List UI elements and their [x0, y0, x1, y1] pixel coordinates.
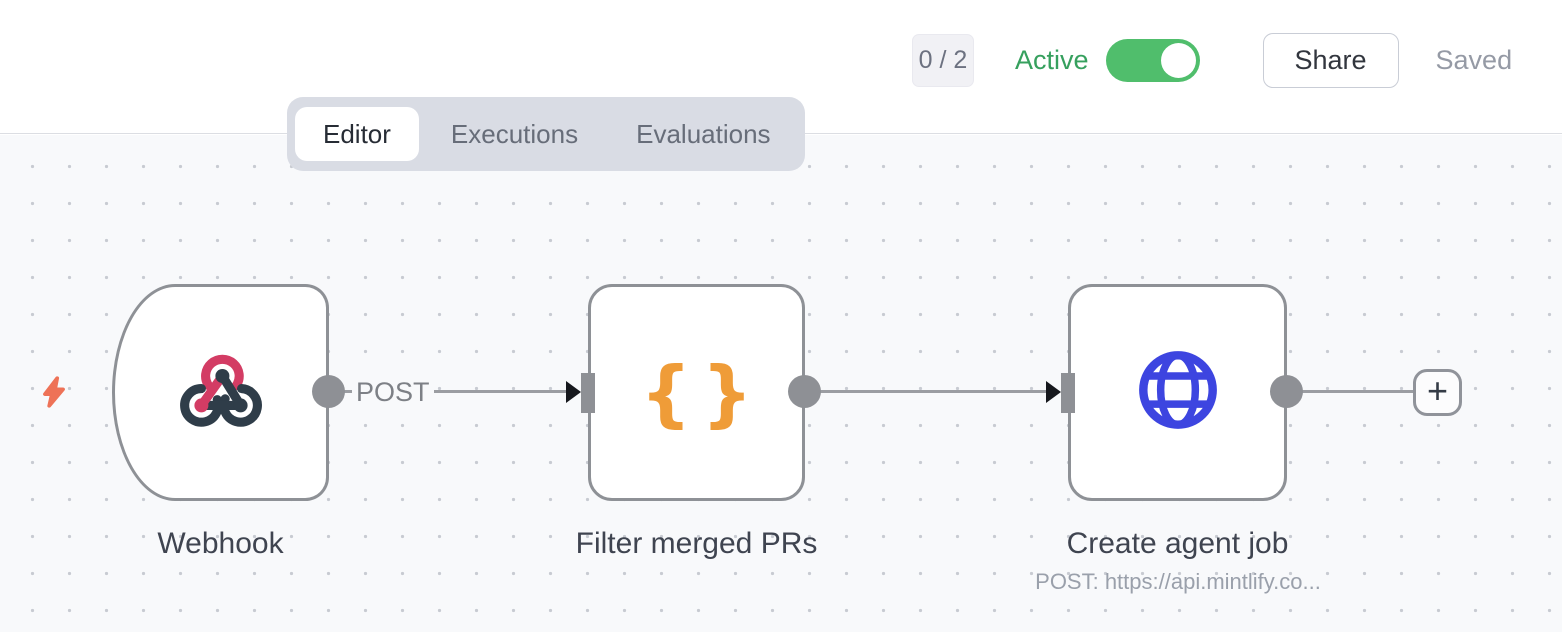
filter-output-port[interactable]	[788, 375, 821, 408]
webhook-icon	[179, 348, 263, 437]
curly-braces-icon: {}	[640, 350, 763, 435]
filter-input-port[interactable]	[581, 373, 595, 413]
node-webhook[interactable]	[112, 284, 329, 501]
http-input-port[interactable]	[1061, 373, 1075, 413]
node-create-agent-job[interactable]	[1068, 284, 1287, 501]
tab-editor[interactable]: Editor	[295, 107, 419, 161]
execution-count-badge: 0 / 2	[912, 34, 974, 87]
webhook-output-label: POST	[352, 377, 434, 408]
share-button[interactable]: Share	[1262, 33, 1399, 88]
http-output-port[interactable]	[1270, 375, 1303, 408]
toggle-knob-icon	[1160, 43, 1196, 78]
node-label-webhook: Webhook	[157, 527, 284, 560]
view-tabs: Editor Executions Evaluations	[287, 97, 805, 171]
active-label: Active	[1015, 45, 1089, 75]
active-toggle[interactable]	[1105, 39, 1200, 82]
tab-evaluations[interactable]: Evaluations	[636, 118, 771, 149]
globe-icon	[1133, 345, 1223, 440]
node-label-filter: Filter merged PRs	[575, 527, 818, 560]
save-status: Saved	[1435, 45, 1513, 75]
webhook-output-port[interactable]	[312, 375, 345, 408]
connection-arrowhead-icon	[1046, 381, 1061, 403]
trigger-bolt-icon	[37, 375, 71, 414]
add-node-button[interactable]: +	[1413, 369, 1462, 416]
connection-filter-http[interactable]	[806, 390, 1048, 393]
tab-executions[interactable]: Executions	[450, 118, 579, 149]
connection-arrowhead-icon	[566, 381, 581, 403]
node-label-http: Create agent job	[1066, 527, 1289, 560]
connection-webhook-filter[interactable]	[330, 390, 568, 393]
node-filter-merged-prs[interactable]: {}	[588, 284, 805, 501]
workflow-canvas[interactable]: POST {}	[0, 135, 1562, 632]
node-subtitle-http: POST: https://api.mintlify.co...	[1035, 569, 1321, 594]
top-bar-controls: 0 / 2 Active Share Saved	[912, 33, 1512, 88]
connection-http-add[interactable]	[1288, 390, 1414, 393]
